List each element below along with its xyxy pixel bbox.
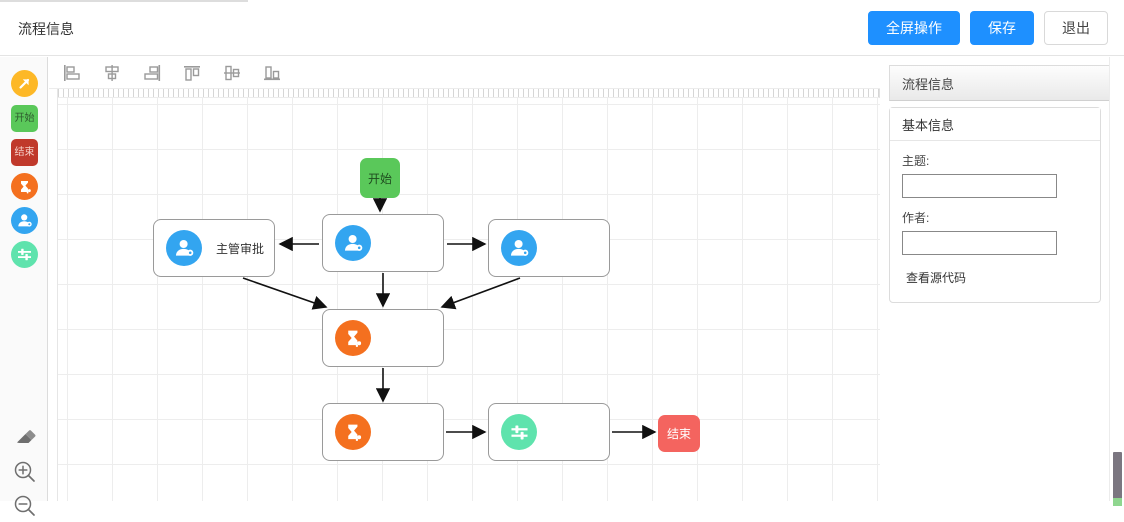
task-node-icon xyxy=(335,414,371,450)
top-bar: 流程信息 全屏操作 保存 退出 xyxy=(0,0,1124,56)
canvas-area: 开始 主管审批 xyxy=(49,57,880,501)
user-task-node-icon xyxy=(166,230,202,266)
topbar-accent-line xyxy=(0,0,248,2)
node-end-label: 结束 xyxy=(666,427,691,441)
basic-info-title: 基本信息 xyxy=(890,108,1100,141)
node-user-approval[interactable]: 主管审批 xyxy=(153,219,275,277)
author-label: 作者: xyxy=(902,211,930,225)
view-source-link[interactable]: 查看源代码 xyxy=(906,271,967,285)
user-task-node-icon xyxy=(335,225,371,261)
node-user-1[interactable] xyxy=(322,214,444,272)
vertical-scrollbar-thumb[interactable] xyxy=(1113,452,1122,504)
zoom-out-icon[interactable] xyxy=(12,493,38,519)
align-center-horizontal-icon[interactable] xyxy=(101,63,123,83)
node-start[interactable]: 开始 xyxy=(360,158,400,198)
node-service-1[interactable] xyxy=(488,403,610,461)
page-title: 流程信息 xyxy=(18,21,74,37)
node-user-2[interactable] xyxy=(488,219,610,277)
align-toolbar xyxy=(49,57,880,89)
task-node-icon[interactable] xyxy=(11,173,38,200)
vertical-ruler xyxy=(49,89,58,501)
horizontal-ruler xyxy=(58,89,880,98)
save-button[interactable]: 保存 xyxy=(970,11,1034,45)
subject-label: 主题: xyxy=(902,154,930,168)
start-node-icon-label: 开始 xyxy=(14,112,35,124)
node-start-label: 开始 xyxy=(367,171,392,186)
diagram-canvas[interactable]: 开始 主管审批 xyxy=(58,98,880,501)
align-top-icon[interactable] xyxy=(181,63,203,83)
end-node-icon-label: 结束 xyxy=(14,146,35,158)
node-task-2[interactable] xyxy=(322,403,444,461)
topbar-actions: 全屏操作 保存 退出 xyxy=(868,11,1108,45)
vertical-scrollbar-indicator xyxy=(1113,498,1122,506)
service-task-node-icon[interactable] xyxy=(11,241,38,268)
properties-panel: 流程信息 基本信息 主题: 作者: 查看源代码 xyxy=(881,57,1117,501)
author-field[interactable] xyxy=(902,231,1057,255)
connector-arrow-icon[interactable] xyxy=(11,70,38,97)
user-task-node-icon[interactable] xyxy=(11,207,38,234)
start-node-icon[interactable]: 开始 xyxy=(11,105,38,132)
user-task-node-icon xyxy=(501,230,537,266)
align-left-icon[interactable] xyxy=(61,63,83,83)
diagram-edges xyxy=(242,198,657,440)
exit-button[interactable]: 退出 xyxy=(1044,11,1108,45)
align-bottom-icon[interactable] xyxy=(261,63,283,83)
node-user-approval-label: 主管审批 xyxy=(216,241,265,256)
align-right-icon[interactable] xyxy=(141,63,163,83)
fullscreen-button[interactable]: 全屏操作 xyxy=(868,11,960,45)
zoom-in-icon[interactable] xyxy=(12,459,38,485)
end-node-icon[interactable]: 结束 xyxy=(11,139,38,166)
service-task-node-icon xyxy=(501,414,537,450)
node-end[interactable]: 结束 xyxy=(658,415,700,452)
vertical-scrollbar[interactable] xyxy=(1109,57,1124,506)
align-middle-vertical-icon[interactable] xyxy=(221,63,243,83)
shape-palette: 开始 结束 xyxy=(0,57,48,516)
eraser-icon[interactable] xyxy=(12,425,38,451)
task-node-icon xyxy=(335,320,371,356)
basic-info-card: 基本信息 主题: 作者: 查看源代码 xyxy=(889,107,1101,303)
properties-panel-header: 流程信息 xyxy=(889,65,1111,101)
subject-field[interactable] xyxy=(902,174,1057,198)
node-task-1[interactable] xyxy=(322,309,444,367)
